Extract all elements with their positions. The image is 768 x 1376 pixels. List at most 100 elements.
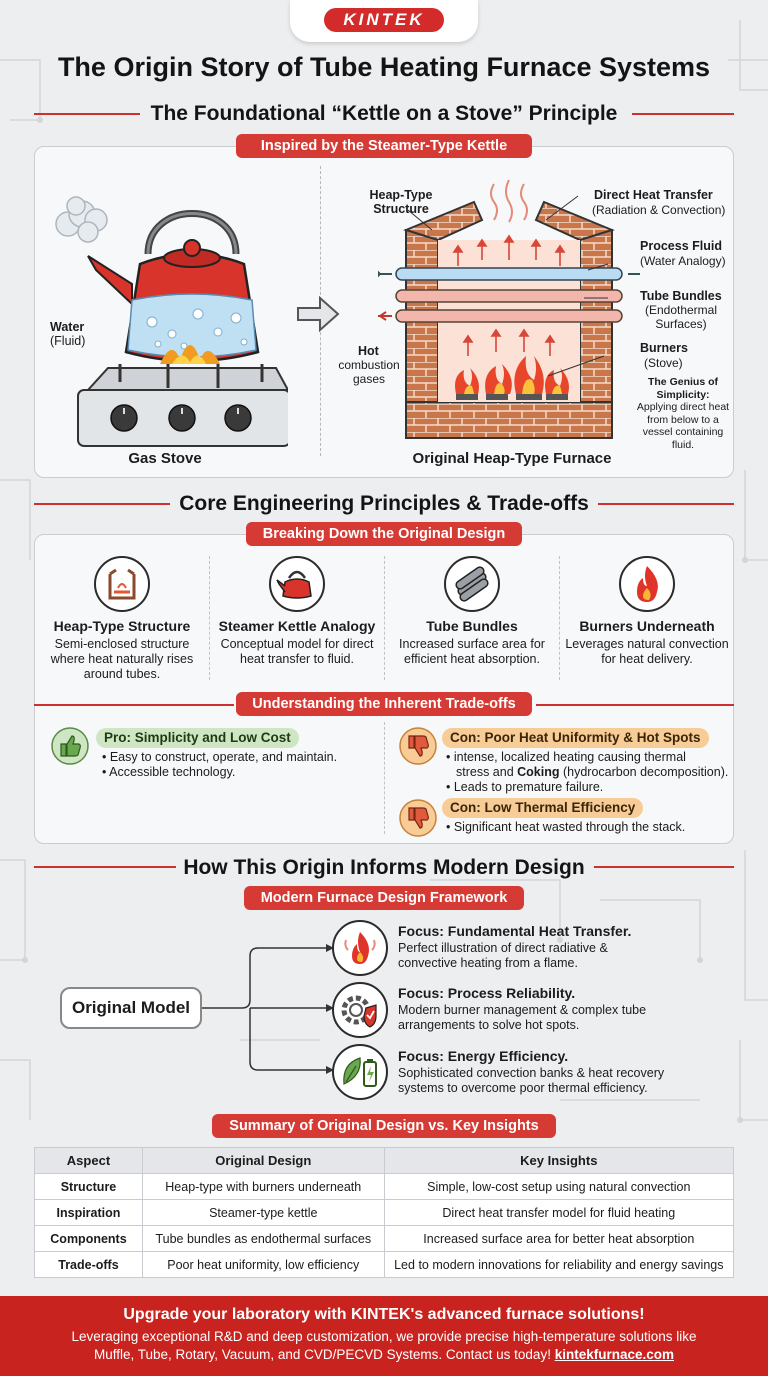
table-cell: Components — [34, 1225, 143, 1252]
focus-desc-heat-transfer-2: convective heating from a flame. — [398, 956, 578, 970]
pill-summary: Summary of Original Design vs. Key Insig… — [212, 1114, 556, 1138]
focus-desc-reliability-1: Modern burner management & complex tube — [398, 1003, 647, 1017]
website-link[interactable]: kintekfurnace.com — [554, 1347, 674, 1362]
thumbs-down-icon — [399, 799, 437, 837]
title-rule-right — [632, 113, 734, 115]
gear-shield-icon — [332, 982, 388, 1038]
column-header: Aspect — [34, 1147, 143, 1174]
table-cell: Steamer-type kettle — [141, 1199, 385, 1226]
table-cell: Heap-type with burners underneath — [141, 1173, 385, 1200]
kintek-logo[interactable]: KINTEK — [324, 8, 444, 32]
pill-tradeoffs: Understanding the Inherent Trade-offs — [236, 692, 532, 716]
con-uniformity-bullet-1b: stress and Coking (hydrocarbon decomposi… — [456, 765, 729, 779]
con-efficiency-bullet: • Significant heat wasted through the st… — [446, 820, 686, 834]
tradeoff-rule-right — [536, 704, 734, 706]
arrow-right-icon — [297, 295, 340, 333]
title-rule-left — [34, 113, 140, 115]
footer-body: Leveraging exceptional R&D and deep cust… — [40, 1328, 728, 1364]
pro-bullet-2: • Accessible technology. — [102, 765, 236, 779]
direct-heat-sub-label: (Radiation & Convection) — [592, 203, 726, 217]
table-cell: Structure — [34, 1173, 143, 1200]
table-cell: Led to modern innovations for reliabilit… — [383, 1251, 735, 1278]
footer-title: Upgrade your laboratory with KINTEK's ad… — [123, 1306, 645, 1323]
section-title-principles: Core Engineering Principles & Trade-offs — [179, 492, 589, 515]
thumbs-up-icon — [51, 727, 89, 765]
table-cell: Simple, low-cost setup using natural con… — [383, 1173, 735, 1200]
table-cell: Direct heat transfer model for fluid hea… — [383, 1199, 735, 1226]
focus-title-efficiency: Focus: Energy Efficiency. — [398, 1048, 569, 1064]
process-fluid-label: Process Fluid — [640, 239, 722, 253]
original-model-box: Original Model — [60, 987, 202, 1029]
focus-desc-reliability-2: arrangements to solve hot spots. — [398, 1018, 580, 1032]
furnace-illustration — [378, 180, 640, 439]
heap-structure-icon — [94, 556, 150, 612]
kettle-stove-illustration — [55, 196, 288, 447]
focus-title-reliability: Focus: Process Reliability. — [398, 985, 576, 1001]
title-rule-right — [594, 866, 734, 868]
table-row: Trade-offs Poor heat uniformity, low eff… — [34, 1251, 735, 1278]
tradeoff-divider — [384, 722, 385, 834]
table-row: Inspiration Steamer-type kettle Direct h… — [34, 1199, 735, 1226]
flame-icon — [619, 556, 675, 612]
con-uniformity-tag: Con: Poor Heat Uniformity & Hot Spots — [442, 728, 709, 748]
pill-modern-framework: Modern Furnace Design Framework — [244, 886, 524, 910]
table-cell: Increased surface area for better heat a… — [383, 1225, 735, 1252]
hot-gases-sub-label: combustion gases — [338, 358, 400, 386]
footer-line-2: Muffle, Tube, Rotary, Vacuum, and CVD/PE… — [94, 1347, 555, 1362]
column-header: Key Insights — [383, 1147, 735, 1174]
card-desc-heap: Semi-enclosed structure where heat natur… — [50, 637, 194, 681]
card-title-kettle: Steamer Kettle Analogy — [218, 618, 376, 634]
card-divider — [384, 556, 385, 680]
table-row: Structure Heap-type with burners underne… — [34, 1173, 735, 1200]
focus-title-heat-transfer: Focus: Fundamental Heat Transfer. — [398, 923, 632, 939]
title-rule-left — [34, 503, 170, 505]
con-uniformity-bullet-2: • Leads to premature failure. — [446, 780, 604, 794]
title-rule-left — [34, 866, 176, 868]
focus-desc-efficiency-1: Sophisticated convection banks & heat re… — [398, 1066, 665, 1080]
tube-bundle-icon — [444, 556, 500, 612]
water-sub-label: (Fluid) — [50, 334, 86, 348]
card-title-burners: Burners Underneath — [579, 618, 715, 634]
fire-heat-icon — [332, 920, 388, 976]
pro-tag: Pro: Simplicity and Low Cost — [96, 728, 299, 748]
table-header-row: Aspect Original Design Key Insights — [34, 1147, 735, 1174]
table-cell: Poor heat uniformity, low efficiency — [141, 1251, 385, 1278]
summary-table: Aspect Original Design Key Insights Stru… — [34, 1147, 735, 1278]
hot-gases-label: Hot — [358, 344, 379, 358]
framework-connectors — [202, 944, 334, 1074]
section-title-modern: How This Origin Informs Modern Design — [183, 856, 585, 879]
kettle-icon — [269, 556, 325, 612]
table-row: Components Tube bundles as endothermal s… — [34, 1225, 735, 1252]
title-rule-right — [598, 503, 734, 505]
water-label: Water — [50, 320, 85, 334]
tube-bundles-label: Tube Bundles — [640, 289, 722, 303]
burners-label: Burners — [640, 341, 688, 355]
focus-desc-efficiency-2: systems to overcome poor thermal efficie… — [398, 1081, 648, 1095]
card-desc-tubes: Increased surface area for efficient hea… — [399, 637, 545, 666]
tube-bundles-sub-label: (Endothermal Surfaces) — [644, 303, 718, 331]
card-divider — [209, 556, 210, 680]
card-desc-burners: Leverages natural convection for heat de… — [565, 637, 729, 666]
footer-banner: Upgrade your laboratory with KINTEK's ad… — [0, 1296, 768, 1376]
burners-sub-label: (Stove) — [644, 356, 683, 370]
con-uniformity-bullet-1: • intense, localized heating causing the… — [446, 750, 686, 764]
tradeoff-rule-left — [34, 704, 234, 706]
card-desc-kettle: Conceptual model for direct heat transfe… — [220, 637, 374, 666]
heap-type-label: Heap-Type Structure — [369, 188, 433, 216]
pro-bullet-1: • Easy to construct, operate, and mainta… — [102, 750, 338, 764]
card-divider — [559, 556, 560, 680]
table-cell: Inspiration — [34, 1199, 143, 1226]
furnace-caption: Original Heap-Type Furnace — [412, 450, 612, 467]
card-title-heap: Heap-Type Structure — [53, 618, 191, 634]
process-fluid-sub-label: (Water Analogy) — [640, 254, 726, 268]
table-cell: Tube bundles as endothermal surfaces — [141, 1225, 385, 1252]
thumbs-down-icon — [399, 727, 437, 765]
focus-desc-heat-transfer-1: Perfect illustration of direct radiative… — [398, 941, 608, 955]
con-efficiency-tag: Con: Low Thermal Efficiency — [442, 798, 644, 818]
pill-breaking-down: Breaking Down the Original Design — [246, 522, 522, 546]
gas-stove-caption: Gas Stove — [128, 450, 202, 467]
page-title: The Origin Story of Tube Heating Furnace… — [57, 52, 711, 82]
pill-steamer-kettle: Inspired by the Steamer-Type Kettle — [236, 134, 532, 158]
section-title-principle: The Foundational “Kettle on a Stove” Pri… — [150, 102, 618, 125]
